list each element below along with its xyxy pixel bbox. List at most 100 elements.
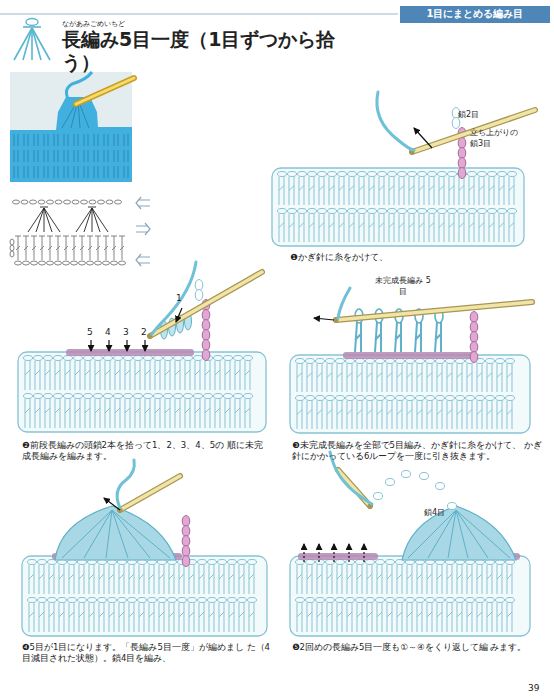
stitch-top — [298, 209, 307, 214]
stitch-top — [244, 394, 253, 399]
stitch-top — [174, 356, 183, 361]
stitch-post — [379, 214, 384, 242]
stitch-top — [438, 209, 447, 214]
stitch-post — [407, 565, 412, 594]
stitch-post — [317, 401, 322, 429]
stitch-top — [348, 172, 357, 177]
fabric-swatch — [22, 556, 267, 636]
previous-row-highlight — [343, 352, 475, 359]
stitch-post — [377, 401, 382, 429]
stitch-post — [109, 603, 114, 632]
stitch-post — [79, 603, 84, 632]
stitch-top — [104, 394, 113, 399]
stitch-post — [209, 565, 214, 594]
stitch-post — [377, 603, 382, 632]
stitch-top — [356, 598, 365, 603]
photo-stitch — [54, 134, 58, 146]
stitch-top — [466, 396, 475, 401]
stitch-post — [437, 401, 442, 429]
stitch-top — [476, 598, 485, 603]
chart-cluster — [40, 207, 48, 208]
callout-number: 1 — [176, 292, 190, 304]
stitch-top — [104, 356, 113, 361]
stitch-post — [349, 177, 354, 205]
stitch-post — [467, 565, 472, 594]
chart-chain — [30, 200, 37, 204]
chart-chain — [21, 200, 28, 204]
stitch-post — [439, 177, 444, 205]
stitch-top — [506, 598, 515, 603]
stitch-post — [337, 565, 342, 594]
stitch-top — [158, 598, 167, 603]
stitch-top — [378, 172, 387, 177]
stitch-top — [318, 172, 327, 177]
stitch-top — [408, 209, 417, 214]
stitch-post — [199, 603, 204, 632]
stitch-post — [359, 177, 364, 205]
stitch-post — [319, 214, 324, 242]
callout-number: 4 — [105, 326, 117, 338]
stitch-post — [359, 214, 364, 242]
stitch-post — [89, 603, 94, 632]
chart-treble — [95, 236, 101, 260]
stitch-top — [346, 598, 355, 603]
photo-stitch — [44, 134, 48, 146]
stitch-post — [387, 364, 392, 392]
page-number: 39 — [528, 682, 548, 694]
stitch-post — [497, 364, 502, 392]
stitch-post — [289, 214, 294, 242]
chart-treble — [31, 236, 37, 260]
chain-stitch — [436, 483, 445, 490]
stitch-post — [417, 401, 422, 429]
stitch-top — [496, 396, 505, 401]
direction-arrow — [333, 544, 334, 562]
chart-chain — [15, 261, 22, 265]
stitch-post — [437, 565, 442, 594]
stitch-top — [336, 359, 345, 364]
cluster-post — [106, 510, 112, 558]
stitch-top — [336, 598, 345, 603]
stitch-post — [307, 401, 312, 429]
symbol-post — [32, 28, 50, 60]
stitch-top — [74, 394, 83, 399]
photo-stitch — [104, 134, 108, 146]
stitch-top — [94, 356, 103, 361]
chart-treble — [63, 236, 69, 260]
stitch-top — [366, 560, 375, 565]
stitch-top — [316, 598, 325, 603]
stitch-post — [407, 364, 412, 392]
section-band: 1目にまとめる編み目 — [400, 6, 550, 23]
stitch-top — [386, 396, 395, 401]
stitch-post — [407, 603, 412, 632]
stitch-post — [105, 361, 110, 390]
stitch-post — [235, 361, 240, 390]
stitch-post — [457, 603, 462, 632]
chain-label: 立ち上がりの 鎖3目 — [470, 128, 522, 150]
stitch-top — [488, 209, 497, 214]
stitch-post — [497, 603, 502, 632]
photo-stitch — [124, 150, 128, 162]
stitch-top — [184, 394, 193, 399]
stitch-top — [38, 598, 47, 603]
stitch-top — [426, 396, 435, 401]
stitch-top — [144, 356, 153, 361]
stitch-top — [218, 598, 227, 603]
stitch-label: 未完成長編み 5目 — [372, 276, 434, 298]
stitch-top — [328, 172, 337, 177]
stitch-post — [307, 565, 312, 594]
stitch-top — [316, 359, 325, 364]
stitch-post — [497, 565, 502, 594]
stitch-post — [487, 603, 492, 632]
stitch-top — [466, 598, 475, 603]
stitch-post — [25, 399, 30, 428]
stitch-post — [279, 214, 284, 242]
stitch-post — [457, 565, 462, 594]
stitch-post — [205, 361, 210, 390]
chart-chain — [79, 261, 86, 265]
stitch-top — [398, 172, 407, 177]
stitch-top — [456, 598, 465, 603]
stitch-post — [437, 603, 442, 632]
stitch-top — [326, 598, 335, 603]
chart-chain — [13, 200, 20, 204]
